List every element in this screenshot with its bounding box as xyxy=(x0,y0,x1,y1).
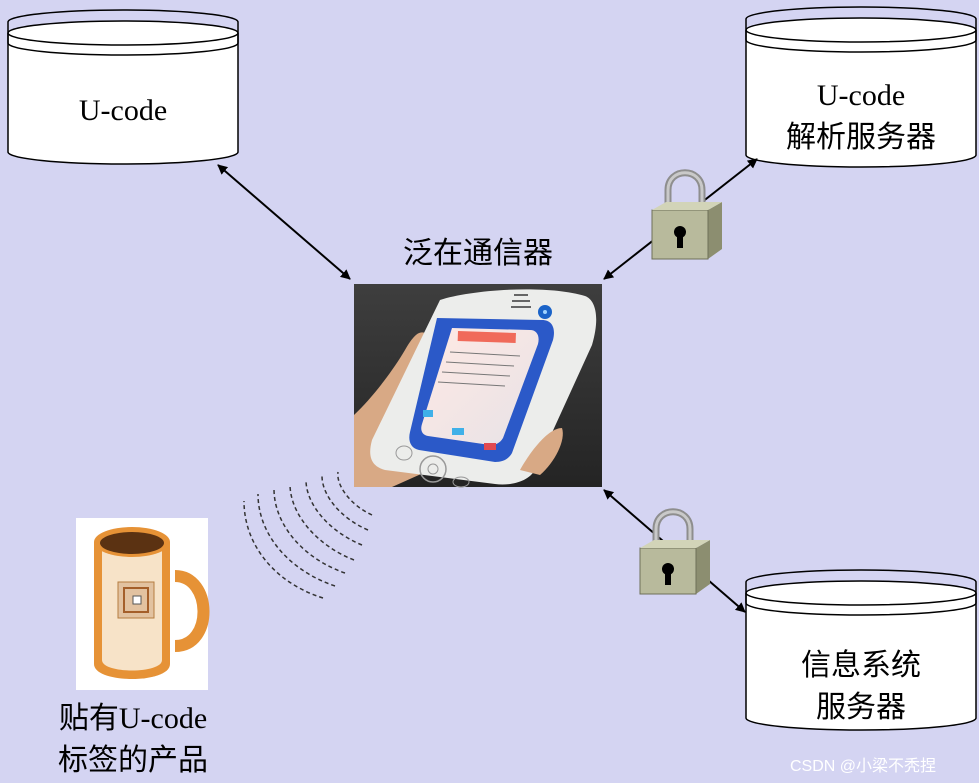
csdn-watermark: CSDN @小梁不秃捏 xyxy=(790,757,936,775)
reader-label: 泛在通信器 xyxy=(403,237,553,270)
info-server-label-line1: 信息系统 xyxy=(801,649,921,682)
wireless-signal-icon xyxy=(243,471,373,599)
product-label-line2: 标签的产品 xyxy=(58,744,208,777)
lock-icon xyxy=(651,169,722,260)
info-server-label-line2: 服务器 xyxy=(816,691,906,724)
resolution-server-database: U-code 解析服务器 xyxy=(745,6,977,168)
lock-icon xyxy=(639,508,710,595)
resolution-server-label-line2: 解析服务器 xyxy=(786,121,936,154)
info-system-server-database: 信息系统 服务器 xyxy=(745,569,977,731)
ucode-database-label: U-code xyxy=(79,94,167,127)
product-label-line1: 贴有U-code xyxy=(59,702,207,735)
resolution-server-label-line1: U-code xyxy=(817,79,905,112)
arrow-ucode-reader xyxy=(217,164,351,280)
ucode-database: U-code xyxy=(7,9,239,165)
ubiquitous-communicator-image xyxy=(354,284,602,488)
ucode-tagged-mug-image xyxy=(76,518,210,690)
